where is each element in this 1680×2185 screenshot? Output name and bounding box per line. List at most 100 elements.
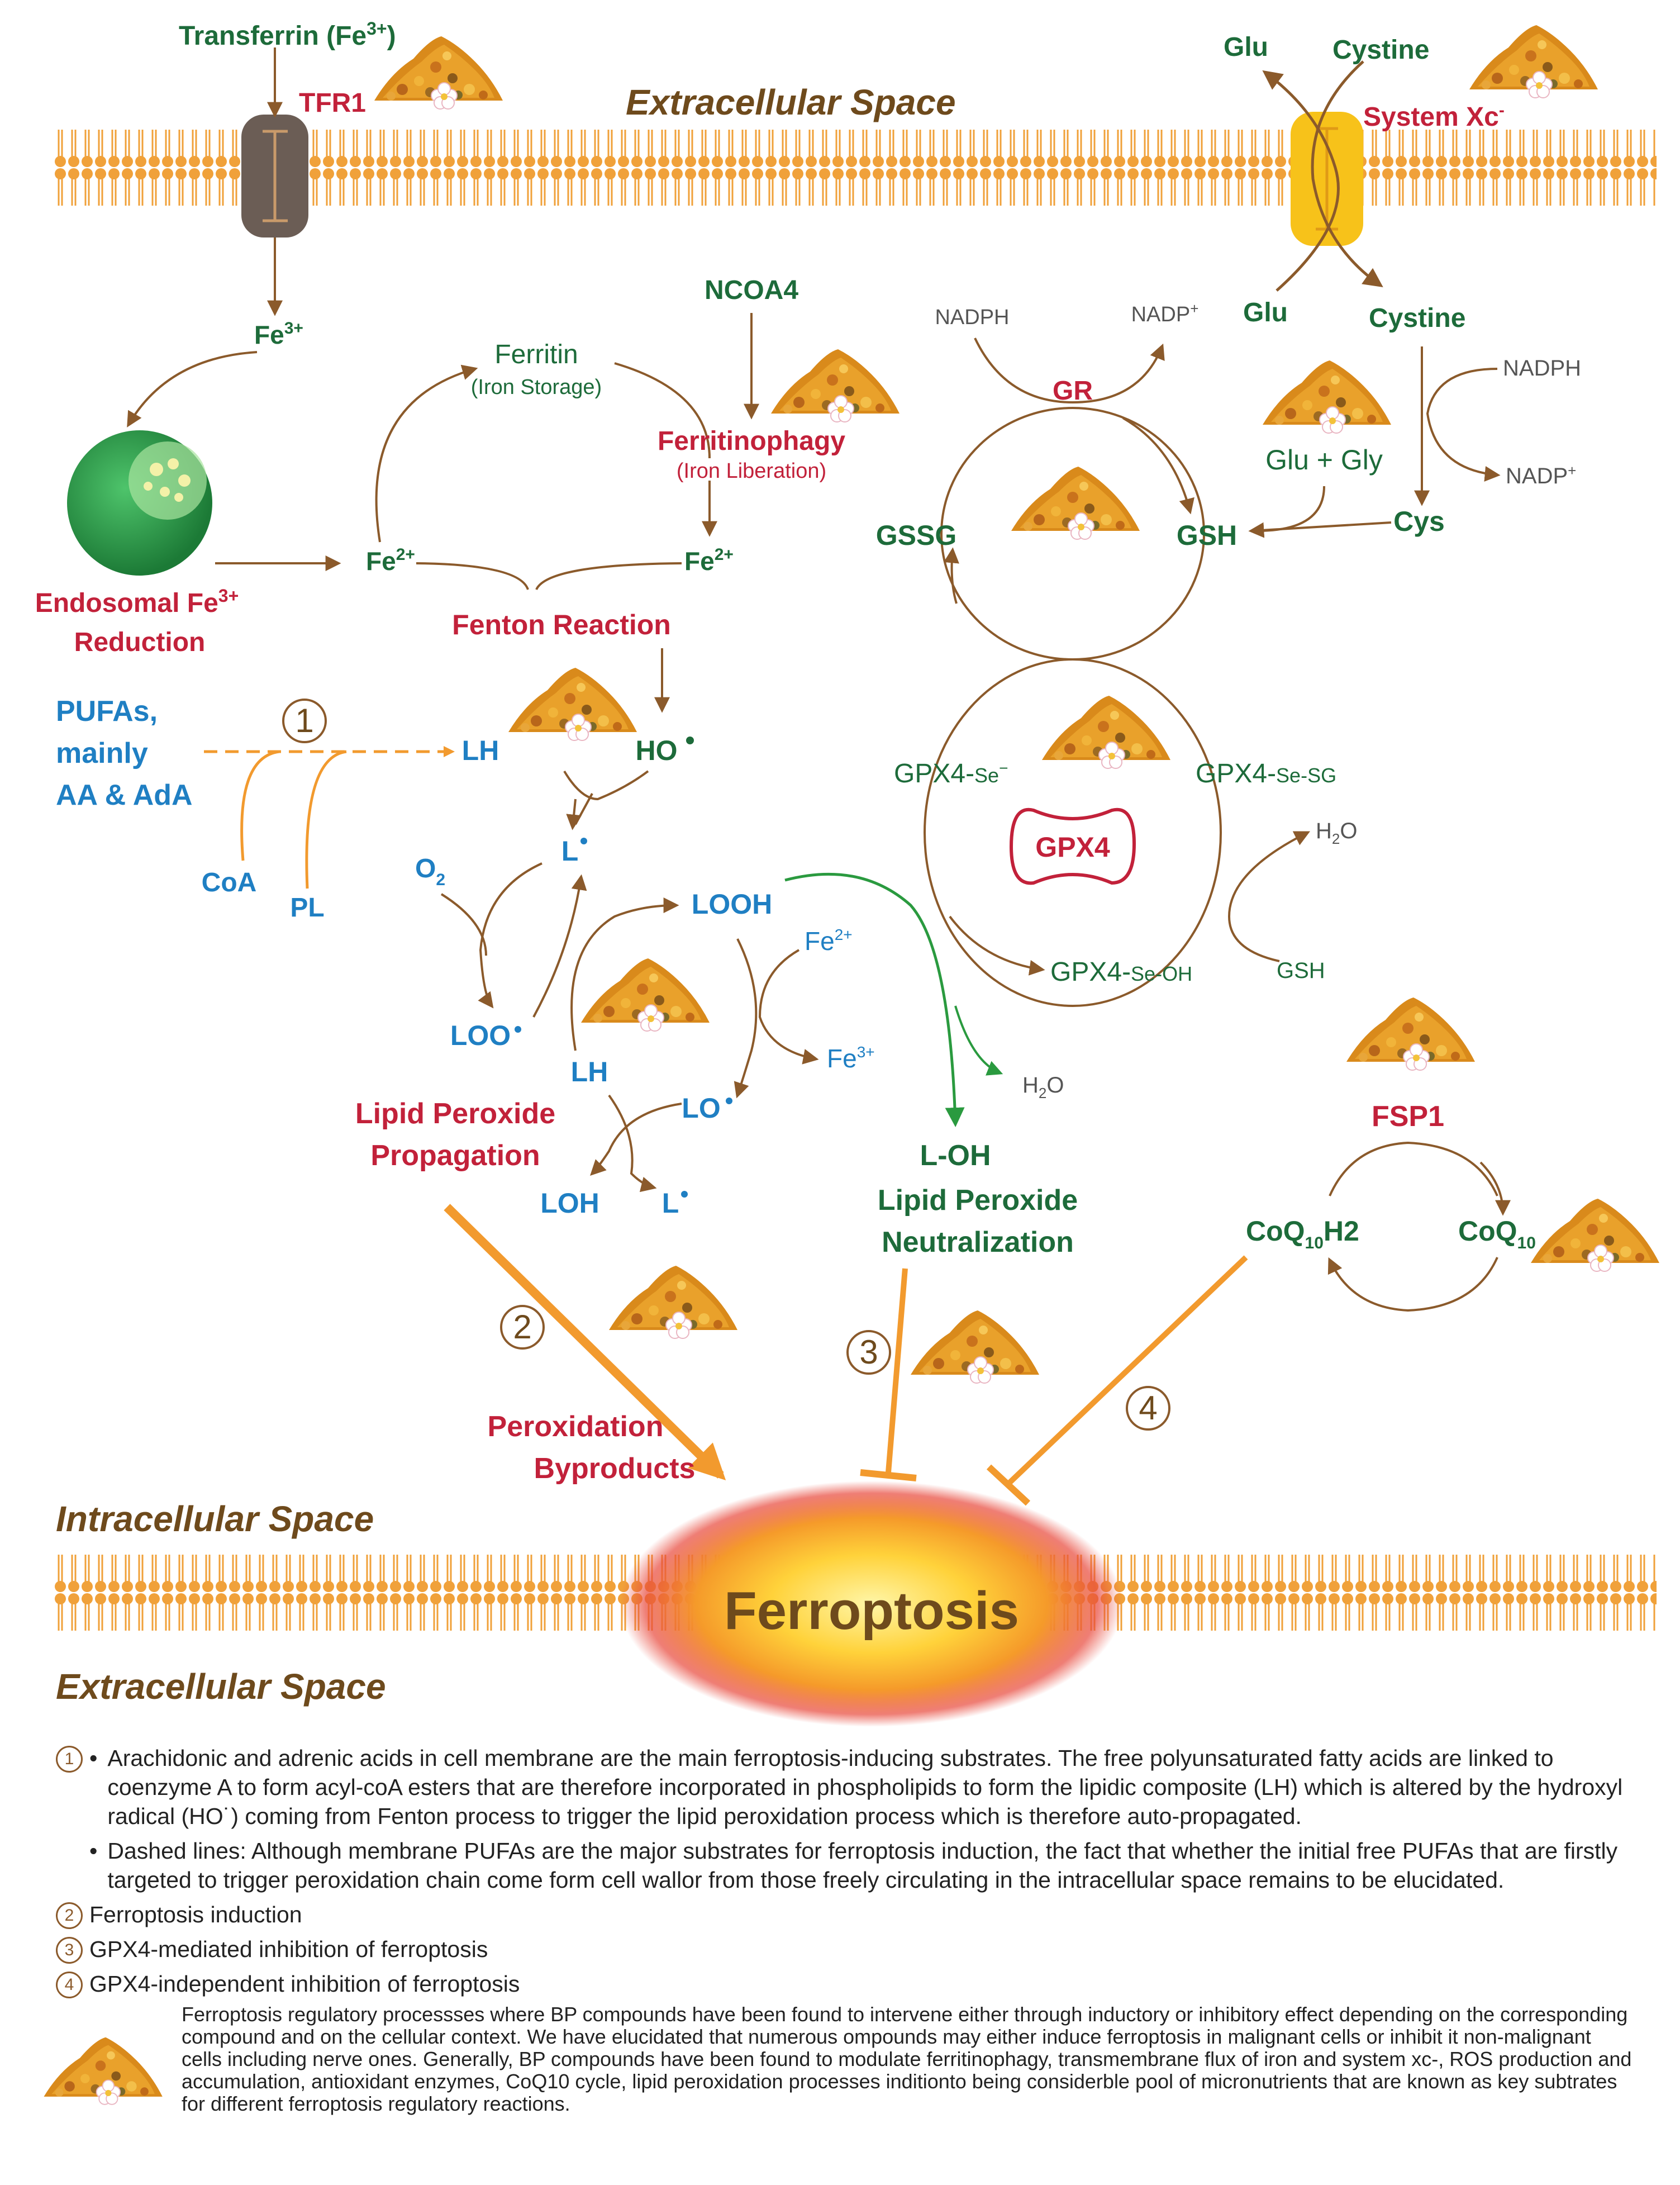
fsp1-label: FSP1 [1372,1100,1444,1133]
propagation-label-2: Propagation [370,1139,540,1172]
note-1: 1 • Arachidonic and adrenic acids in cel… [56,1744,1643,1831]
gpx4-se-oh-label: GPX4-Se-OH [1050,957,1192,987]
iron-storage-label: (Iron Storage) [471,376,602,399]
note-2-marker: 2 [56,1902,83,1929]
ferritinophagy-label: Ferritinophagy [658,426,845,456]
step-3-marker: 3 [859,1333,878,1371]
gpx4-se-minus-label: GPX4-Se− [894,759,1008,788]
l-radical-label: L [561,835,579,867]
fe3-label: Fe3+ [254,319,303,349]
ho-radical-label: HO [636,735,678,766]
gpx4-center-label: GPX4 [1035,832,1110,863]
note-1b: • Dashed lines: Although membrane PUFAs … [89,1836,1643,1894]
pufas-label: PUFAs, [56,695,158,728]
induction-arrow [444,1204,726,1480]
iron-liberation-label: (Iron Liberation) [677,459,826,483]
bee-pollen-icon [1041,695,1171,769]
ferroptosis-label: Ferroptosis [724,1581,1019,1641]
byproducts-label-2: Byproducts [534,1452,696,1485]
note-1-text-a: Arachidonic and adrenic acids in cell me… [107,1745,1623,1829]
bee-pollen-icon [580,958,710,1032]
gsh-label: GSH [1177,520,1237,551]
note-3-marker: 3 [56,1937,83,1964]
note-2-text: Ferroptosis induction [89,1902,302,1927]
h2o-gpx4-label: H2O [1316,819,1357,847]
fsp1-inhibition-line [1006,1255,1248,1486]
bee-pollen-icon [910,1310,1040,1384]
gpx4-se-sg-label: GPX4-Se-SG [1196,759,1336,788]
coq10h2-label: CoQ10H2 [1246,1215,1359,1252]
pufas-label-3: AA & AdA [56,779,193,811]
gpx4-center-shape [1009,808,1136,885]
loo-radical-label: LOO [450,1020,511,1051]
fe2-right-label: Fe2+ [684,545,734,576]
fe2-lipid-label: Fe2+ [805,926,853,956]
glu-out-label: Glu [1224,32,1268,62]
lh-mid-label: LH [571,1056,608,1087]
system-xc-label: System Xc- [1363,101,1505,132]
note-3: 3 GPX4-mediated inhibition of ferroptosi… [56,1935,1643,1964]
endosomal-reduction-label-2: Reduction [74,628,206,657]
ferroptosis-burst [620,1481,1123,1727]
fe2-left-label: Fe2+ [366,545,415,576]
transferrin-label: Transferrin (Fe3+) [179,18,396,51]
cystine-out-label: Cystine [1332,35,1429,65]
neutralization-label: Lipid Peroxide [878,1184,1078,1217]
coq10-label: CoQ10 [1458,1215,1536,1252]
note-1-marker: 1 [56,1746,83,1773]
gr-label: GR [1053,376,1093,406]
intracellular-label: Intracellular Space [56,1499,374,1539]
note-4-text: GPX4-independent inhibition of ferroptos… [89,1971,520,1997]
fenton-label: Fenton Reaction [452,609,671,640]
nadph-left-label: NADPH [935,306,1009,329]
o2-label: O2 [415,854,445,889]
ferritin-label: Ferritin [494,340,578,369]
step-2-marker: 2 [513,1308,531,1346]
lh-top-label: LH [462,735,499,766]
bee-pollen-icon [770,349,900,422]
glu-in-label: Glu [1243,298,1288,327]
gpx4-cycle [924,658,1222,1007]
l-end-radical-label: L [662,1188,679,1219]
bee-pollen-icon [508,667,637,741]
bee-pollen-icon [1011,466,1140,540]
legend-text: Ferroptosis regulatory processses where … [182,2003,1632,2115]
gsh-small-label: GSH [1277,958,1325,983]
gpx4-inhibition-line [886,1268,908,1473]
bee-pollen-icon [43,2036,163,2105]
note-2: 2 Ferroptosis induction [56,1900,1643,1929]
notes-section: 1 • Arachidonic and adrenic acids in cel… [56,1744,1643,2004]
bee-pollen-icon [1530,1198,1660,1272]
glu-gly-label: Glu + Gly [1265,444,1383,476]
coa-label: CoA [202,868,257,897]
note-1-text-b: Dashed lines: Although membrane PUFAs ar… [107,1838,1618,1893]
bee-pollen-icon [608,1265,738,1339]
nadph-right-label: NADPH [1503,356,1581,381]
bee-pollen-icon [1346,997,1476,1071]
endosomal-reduction-label: Endosomal Fe3+ [35,586,239,618]
neutralization-label-2: Neutralization [882,1226,1074,1258]
extracellular-label-top: Extracellular Space [626,82,956,122]
pufas-label-2: mainly [56,737,148,770]
extracellular-label-bottom: Extracellular Space [56,1666,386,1707]
looh-label: LOOH [692,889,772,920]
note-4: 4 GPX4-independent inhibition of ferropt… [56,1969,1643,1998]
lo-radical-label: LO [682,1092,720,1124]
propagation-label: Lipid Peroxide [355,1098,555,1130]
legend: Ferroptosis regulatory processses where … [34,2003,1654,2171]
gssg-label: GSSG [876,520,956,551]
note-4-marker: 4 [56,1972,83,1998]
fe3-lipid-label: Fe3+ [827,1043,875,1073]
cys-label: Cys [1393,506,1445,537]
note-3-text: GPX4-mediated inhibition of ferroptosis [89,1936,488,1962]
loh-product-label: L-OH [920,1139,991,1172]
loh-label: LOH [540,1188,599,1219]
h2o-lipid-label: H2O [1022,1073,1064,1101]
bee-pollen-icon [1262,360,1392,434]
step-1-marker: 1 [295,702,313,739]
step-4-marker: 4 [1139,1389,1157,1427]
ncoa4-label: NCOA4 [705,276,798,305]
top-membrane [53,126,1657,210]
nadp-left-label: NADP+ [1131,300,1199,326]
